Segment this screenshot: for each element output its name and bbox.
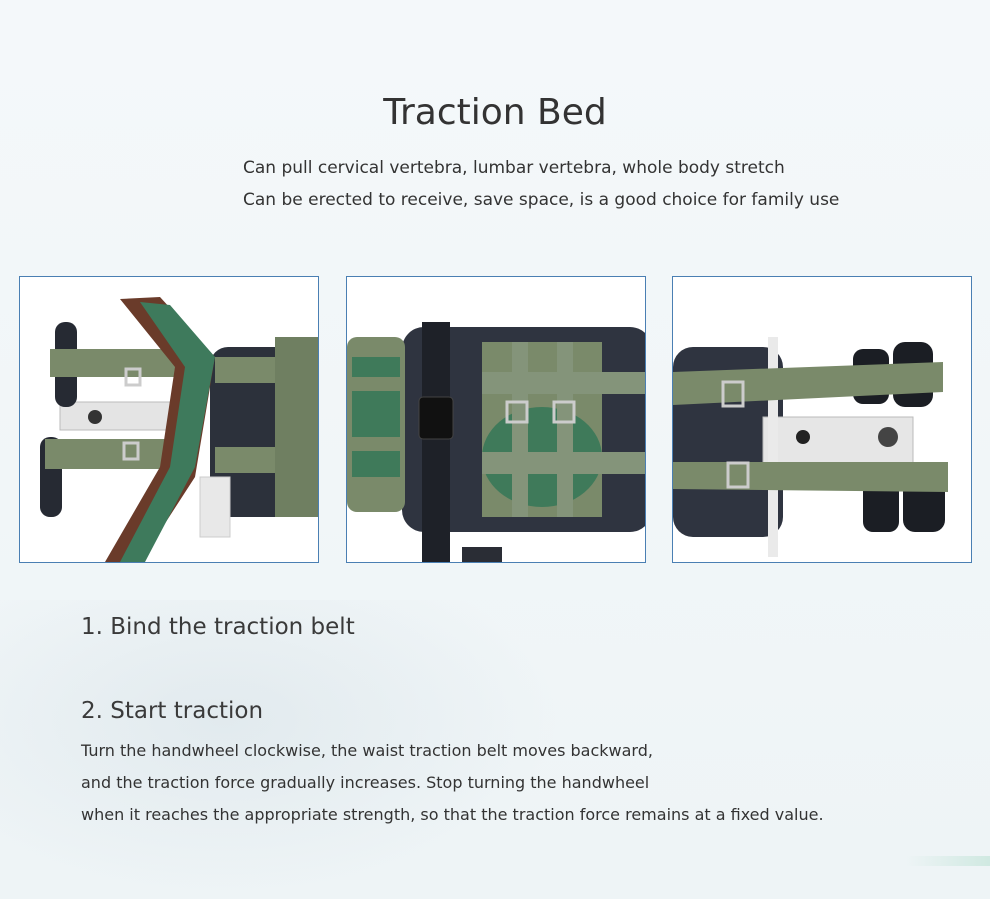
buckle-2 — [122, 441, 140, 461]
subtitle-line-2: Can be erected to receive, save space, i… — [243, 190, 840, 210]
side-pad-green — [352, 357, 400, 477]
page-title: Traction Bed — [383, 92, 607, 133]
step-1-title: 1. Bind the traction belt — [81, 614, 355, 640]
pad-frame — [275, 337, 318, 517]
handwheel — [878, 427, 898, 447]
photo-panel-collar — [19, 276, 319, 563]
photo-panel-waist — [346, 276, 646, 563]
background-haze — [0, 600, 560, 899]
step-2-description-line-2: and the traction force gradually increas… — [81, 773, 650, 792]
knob — [88, 410, 102, 424]
belt-buckle — [418, 396, 454, 440]
pad-strap-h2 — [482, 452, 645, 474]
metal-edge — [768, 337, 778, 557]
collar-illustration — [40, 297, 318, 562]
pad-strap-v2 — [557, 342, 573, 517]
base-knob — [462, 547, 502, 562]
step-2-description-line-1: Turn the handwheel clockwise, the waist … — [81, 741, 653, 760]
collar-pad — [120, 302, 215, 562]
metal-leg — [199, 476, 231, 538]
pad-strap-h1 — [482, 372, 645, 394]
buckle-1 — [124, 367, 142, 387]
pad-buckle-2 — [552, 400, 576, 424]
strap-bottom — [673, 462, 948, 492]
side-strap-1 — [347, 377, 405, 391]
photo-panel-foot — [672, 276, 972, 563]
step-2-description-line-3: when it reaches the appropriate strength… — [81, 805, 824, 824]
side-strap-2 — [347, 437, 405, 451]
step-2-title: 2. Start traction — [81, 698, 264, 724]
foot-illustration — [673, 337, 948, 557]
waist-illustration — [347, 322, 645, 562]
black-belt — [422, 322, 450, 562]
pad-buckle-1 — [505, 400, 529, 424]
strap-top — [673, 362, 943, 405]
metal-frame — [59, 401, 181, 431]
pad-strap-v1 — [512, 342, 528, 517]
strap-buckle-1 — [721, 380, 745, 408]
background-streak — [905, 856, 990, 866]
strap-buckle-2 — [726, 461, 750, 489]
hand-knob — [796, 430, 810, 444]
subtitle-line-1: Can pull cervical vertebra, lumbar verte… — [243, 158, 785, 178]
